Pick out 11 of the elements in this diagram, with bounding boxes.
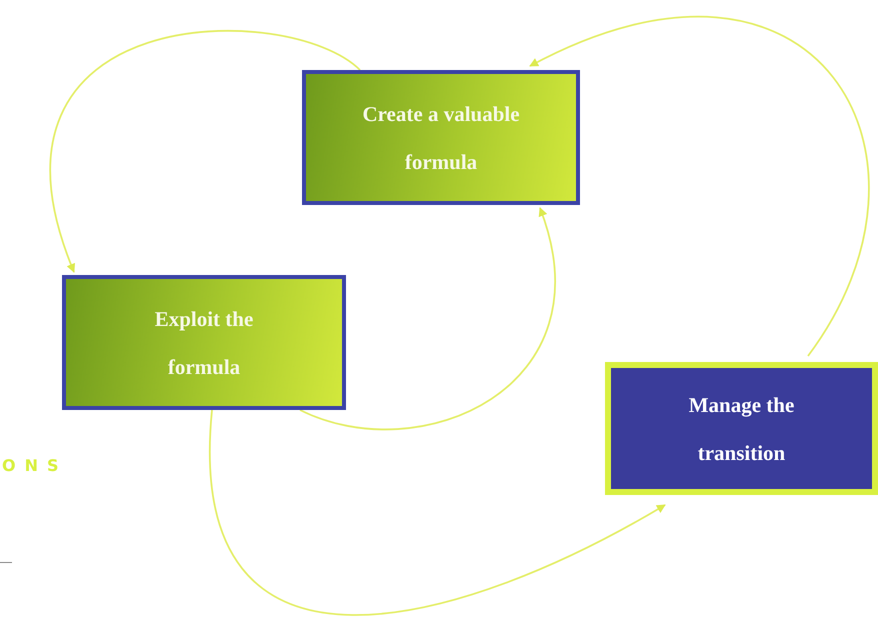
curved-arrow bbox=[210, 410, 666, 616]
box-label: Create a valuable formula bbox=[361, 100, 521, 176]
box-label: Manage the transition bbox=[688, 392, 796, 466]
curved-arrow bbox=[50, 30, 361, 273]
process-box bbox=[302, 70, 580, 205]
curved-arrow bbox=[529, 16, 870, 356]
curved-arrow bbox=[300, 207, 556, 430]
process-box bbox=[62, 275, 346, 410]
process-box bbox=[605, 362, 878, 495]
box-label: Exploit the formula bbox=[154, 306, 254, 380]
heading-fragment: ONS bbox=[2, 456, 68, 475]
